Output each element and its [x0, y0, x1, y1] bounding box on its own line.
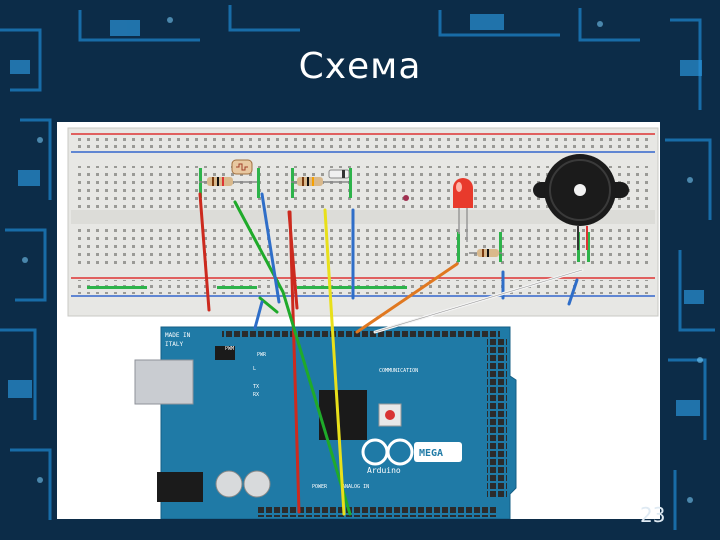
red-led	[453, 178, 473, 242]
resistor-2	[291, 177, 349, 186]
analog-in-label: ANALOG IN	[342, 484, 369, 490]
circuit-diagram: MADE IN ITALY PWR L TX RX COMMUNICATION …	[57, 122, 660, 519]
page-number: 23	[640, 503, 666, 527]
wire-red-2	[288, 210, 301, 514]
wire-blue-5	[253, 300, 264, 330]
communication-label: COMMUNICATION	[379, 368, 418, 374]
diode	[328, 169, 350, 179]
country-label: ITALY	[165, 341, 183, 348]
photoresistor	[231, 159, 253, 175]
circuit-diagram-svg: MADE IN ITALY PWR L TX RX COMMUNICATION …	[67, 127, 659, 519]
wire-orange	[355, 262, 459, 334]
arduino-label: Arduino	[367, 466, 401, 475]
pwr-label: PWR	[257, 352, 267, 358]
wire-blue-4	[567, 278, 579, 306]
l-led-label: L	[253, 366, 256, 372]
wire-yellow	[323, 208, 346, 516]
made-in-label: MADE IN	[165, 332, 191, 339]
arduino-mega-board: MADE IN ITALY PWR L TX RX COMMUNICATION …	[134, 326, 517, 519]
wire-red-1	[198, 192, 211, 312]
tx-label: TX	[253, 384, 259, 390]
wire-red-3	[287, 210, 299, 310]
wires	[198, 192, 584, 516]
wire-green	[233, 200, 352, 516]
resistor-1	[199, 177, 257, 186]
piezo-buzzer	[533, 154, 629, 250]
pwm-label: PWM	[225, 346, 234, 352]
mega-label: MEGA	[419, 448, 443, 459]
slide-title: Схема	[298, 46, 422, 87]
wire-blue-1	[260, 192, 281, 304]
rx-label: RX	[253, 392, 259, 398]
power-label: POWER	[312, 484, 328, 490]
small-component	[403, 195, 409, 201]
resistor-3	[469, 249, 502, 257]
wire-white-outline	[374, 269, 583, 333]
wire-green-2	[258, 296, 279, 314]
